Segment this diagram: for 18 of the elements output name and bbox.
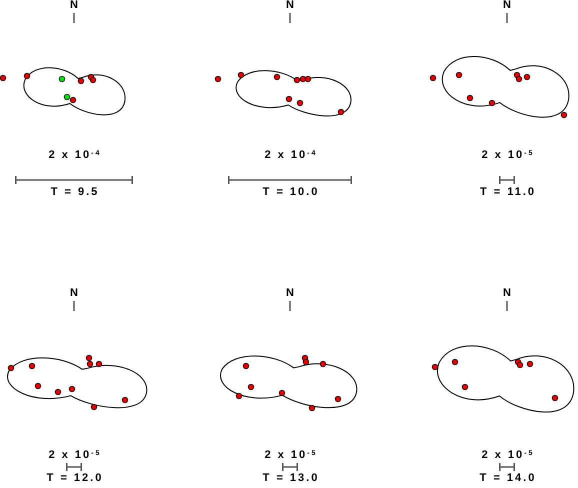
scale-label: 2 x 10$^{-4}$ [264,150,318,161]
north-label: N [70,0,78,11]
north-label: N [503,0,511,11]
time-label: T = 12.0 [46,473,104,484]
scale-label: 2 x 10$^{-4}$ [48,150,102,161]
scale-label: 2 x 10$^{-5}$ [482,450,534,461]
north-label: N [286,288,294,299]
scale-label: 2 x 10$^{-5}$ [264,450,318,461]
time-label: T = 10.0 [262,187,320,198]
scale-label: 2 x 10$^{-5}$ [48,450,102,461]
north-label: N [503,288,511,299]
scale-label: 2 x 10$^{-5}$ [482,150,534,161]
time-label: T = 13.0 [262,473,320,484]
time-label: T = 14.0 [480,473,536,484]
time-label: T = 9.5 [50,187,100,198]
north-label: N [286,0,294,11]
north-label: N [70,288,78,299]
time-label: T = 11.0 [480,187,536,198]
